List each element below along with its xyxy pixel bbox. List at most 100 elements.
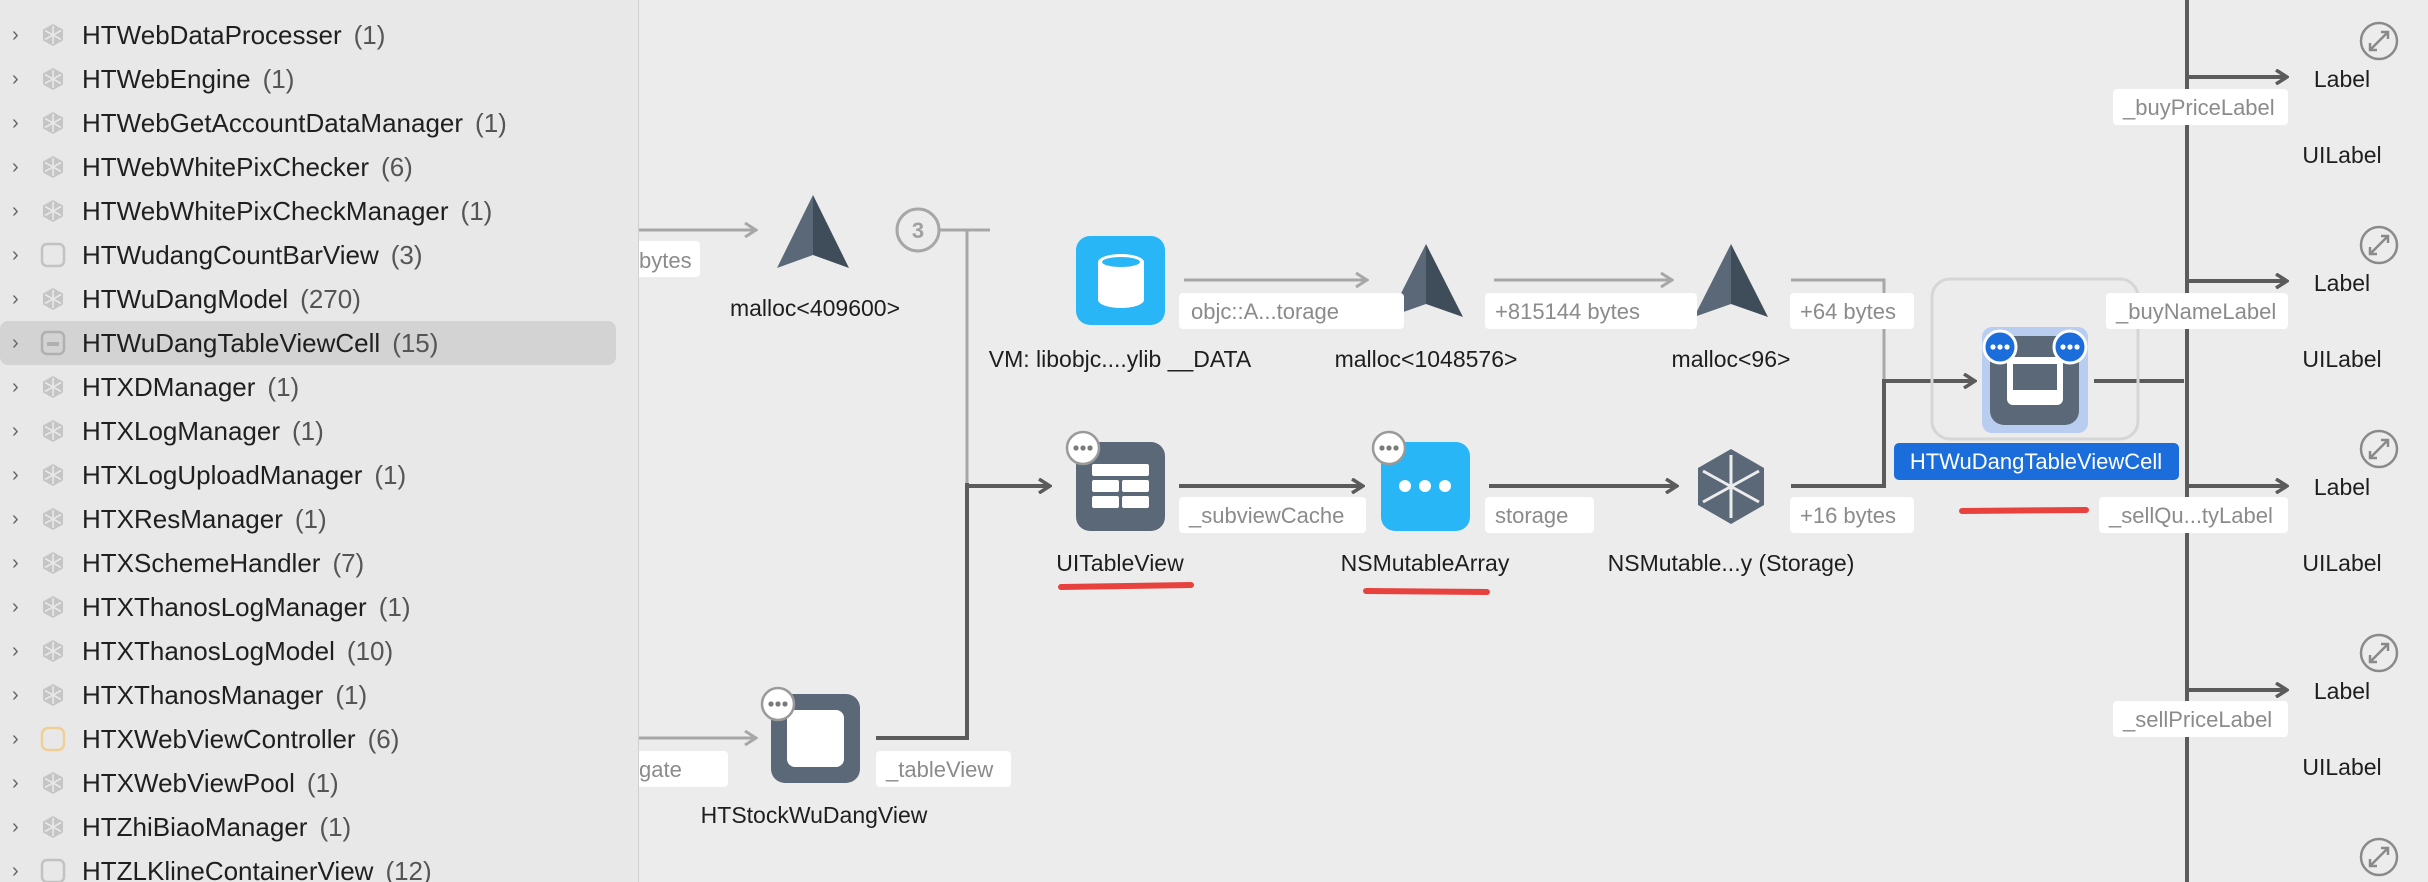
controller-class-icon (40, 726, 66, 752)
class-name: HTWuDangModel (82, 283, 289, 314)
node-label[interactable]: HTStockWuDangView (701, 802, 928, 828)
node-label[interactable]: VM: libobjc....ylib __DATA (989, 346, 1252, 372)
object-cube-icon (40, 374, 66, 400)
array-icon[interactable] (1371, 430, 1470, 531)
class-name: HTXLogUploadManager (82, 459, 363, 490)
expand-icon[interactable] (2359, 837, 2399, 877)
edge-label: _sellPriceLabel (2122, 707, 2272, 732)
disclosure-chevron-icon[interactable]: › (12, 772, 19, 794)
disclosure-chevron-icon[interactable]: › (12, 728, 19, 750)
node-label[interactable]: malloc<1048576> (1335, 346, 1518, 372)
disclosure-chevron-icon[interactable]: › (12, 552, 19, 574)
disclosure-chevron-icon[interactable]: › (12, 508, 19, 530)
object-cube-icon (40, 418, 66, 444)
malloc-node-icon[interactable] (1694, 244, 1768, 317)
expand-icon[interactable] (2359, 21, 2399, 61)
instance-count: (1) (262, 63, 295, 94)
node-labels: malloc<409600> VM: libobjc....ylib __DAT… (701, 66, 2382, 828)
class-name: HTWuDangTableViewCell (82, 327, 381, 358)
disclosure-chevron-icon[interactable]: › (12, 596, 19, 618)
selected-node-frame (1930, 277, 2140, 441)
object-cube-icon (40, 638, 66, 664)
sidebar-class-row[interactable]: ›HTWebWhitePixChecker(6) (0, 145, 638, 189)
sidebar-class-row[interactable]: ›HTWuDangModel(270) (0, 277, 638, 321)
class-name: HTXWebViewController (82, 723, 356, 754)
sidebar-class-row[interactable]: ›HTWudangCountBarView(3) (0, 233, 638, 277)
disclosure-chevron-icon[interactable]: › (12, 684, 19, 706)
disclosure-chevron-icon[interactable]: › (12, 156, 19, 178)
sidebar-class-row[interactable]: › HTXWebViewController (6) (0, 717, 638, 761)
node-label[interactable]: Label (2314, 270, 2370, 296)
node-label[interactable]: malloc<409600> (730, 295, 900, 321)
object-cube-icon (40, 22, 66, 48)
expand-icon[interactable] (2359, 633, 2399, 673)
disclosure-chevron-icon[interactable]: › (12, 112, 19, 134)
expand-icon[interactable] (2359, 225, 2399, 265)
node-label[interactable]: Label (2314, 66, 2370, 92)
sidebar-class-row[interactable]: ›HTXDManager(1) (0, 365, 638, 409)
sidebar-row-partial[interactable] (0, 0, 638, 13)
sidebar-class-row[interactable]: ›HTXLogManager(1) (0, 409, 638, 453)
object-cube-icon (40, 66, 66, 92)
view-class-icon (40, 858, 66, 882)
edge-label: +16 bytes (1800, 503, 1896, 528)
class-name: HTWebEngine (82, 63, 251, 94)
object-cube-icon (40, 506, 66, 532)
sidebar-class-row[interactable]: ›HTXSchemeHandler(7) (0, 541, 638, 585)
node-label[interactable]: NSMutable...y (Storage) (1608, 550, 1855, 576)
disclosure-chevron-icon[interactable]: › (12, 464, 19, 486)
table-view-cell-icon[interactable] (1982, 327, 2088, 433)
sidebar-class-row[interactable]: ›HTZhiBiaoManager(1) (0, 805, 638, 849)
sidebar-class-row[interactable]: ›HTWebGetAccountDataManager(1) (0, 101, 638, 145)
disclosure-chevron-icon[interactable]: › (12, 376, 19, 398)
node-label[interactable]: Label (2314, 474, 2370, 500)
weak-reference-edges (639, 230, 1886, 738)
disclosure-chevron-icon[interactable]: › (12, 816, 19, 838)
count-badge[interactable]: 3 (895, 207, 941, 253)
sidebar-class-row[interactable]: ›HTXLogUploadManager(1) (0, 453, 638, 497)
edge-label: _subviewCache (1188, 503, 1344, 528)
disclosure-chevron-icon[interactable]: › (12, 332, 19, 354)
node-label[interactable]: Label (2314, 678, 2370, 704)
instance-count: (6) (367, 723, 400, 754)
class-name: HTXWebViewPool (82, 767, 295, 798)
node-label[interactable]: UITableView (1056, 550, 1184, 576)
instance-count: (1) (460, 195, 493, 226)
node-label[interactable]: malloc<96> (1672, 346, 1791, 372)
disclosure-chevron-icon[interactable]: › (12, 24, 19, 46)
object-cube-icon (40, 110, 66, 136)
disclosure-chevron-icon[interactable]: › (12, 244, 19, 266)
edge-label: _buyPriceLabel (2122, 95, 2275, 120)
sidebar-class-row[interactable]: ›HTXThanosLogManager(1) (0, 585, 638, 629)
disclosure-chevron-icon[interactable]: › (12, 200, 19, 222)
table-view-icon[interactable] (1065, 430, 1165, 531)
edge-label: bytes (639, 248, 692, 273)
edge-label: +64 bytes (1800, 299, 1896, 324)
disclosure-chevron-icon[interactable]: › (12, 420, 19, 442)
sidebar-class-row[interactable]: ›HTZLKlineContainerView(12) (0, 849, 638, 882)
sidebar-class-row[interactable]: ›HTWuDangTableViewCell(15) (0, 321, 616, 365)
sidebar-class-row[interactable]: ›HTXWebViewPool(1) (0, 761, 638, 805)
storage-icon[interactable] (1698, 449, 1764, 524)
malloc-node-icon[interactable] (777, 195, 849, 268)
selected-node-label[interactable]: HTWuDangTableViewCell (1910, 449, 2162, 474)
disclosure-chevron-icon[interactable]: › (12, 860, 19, 882)
disclosure-chevron-icon[interactable]: › (12, 640, 19, 662)
disclosure-chevron-icon[interactable]: › (12, 288, 19, 310)
expand-icon[interactable] (2359, 429, 2399, 469)
edge-label: _sellQu...tyLabel (2108, 503, 2273, 528)
sidebar-class-row[interactable]: ›HTWebWhitePixCheckManager(1) (0, 189, 638, 233)
disclosure-chevron-icon[interactable]: › (12, 68, 19, 90)
sidebar-class-row[interactable]: ›HTXThanosLogModel(10) (0, 629, 638, 673)
node-label[interactable]: NSMutableArray (1341, 550, 1510, 576)
sidebar-class-row[interactable]: ›HTWebDataProcesser(1) (0, 13, 638, 57)
class-name: HTXSchemeHandler (82, 547, 321, 578)
instance-count: (1) (267, 371, 300, 402)
database-icon[interactable] (1076, 236, 1165, 325)
selected-node-label-bg (1894, 443, 2179, 480)
class-name: HTXThanosLogManager (82, 591, 367, 622)
view-icon[interactable] (760, 686, 860, 783)
sidebar-class-row[interactable]: ›HTXThanosManager(1) (0, 673, 638, 717)
sidebar-class-row[interactable]: › HTWebEngine (1) (0, 57, 638, 101)
sidebar-class-row[interactable]: ›HTXResManager(1) (0, 497, 638, 541)
